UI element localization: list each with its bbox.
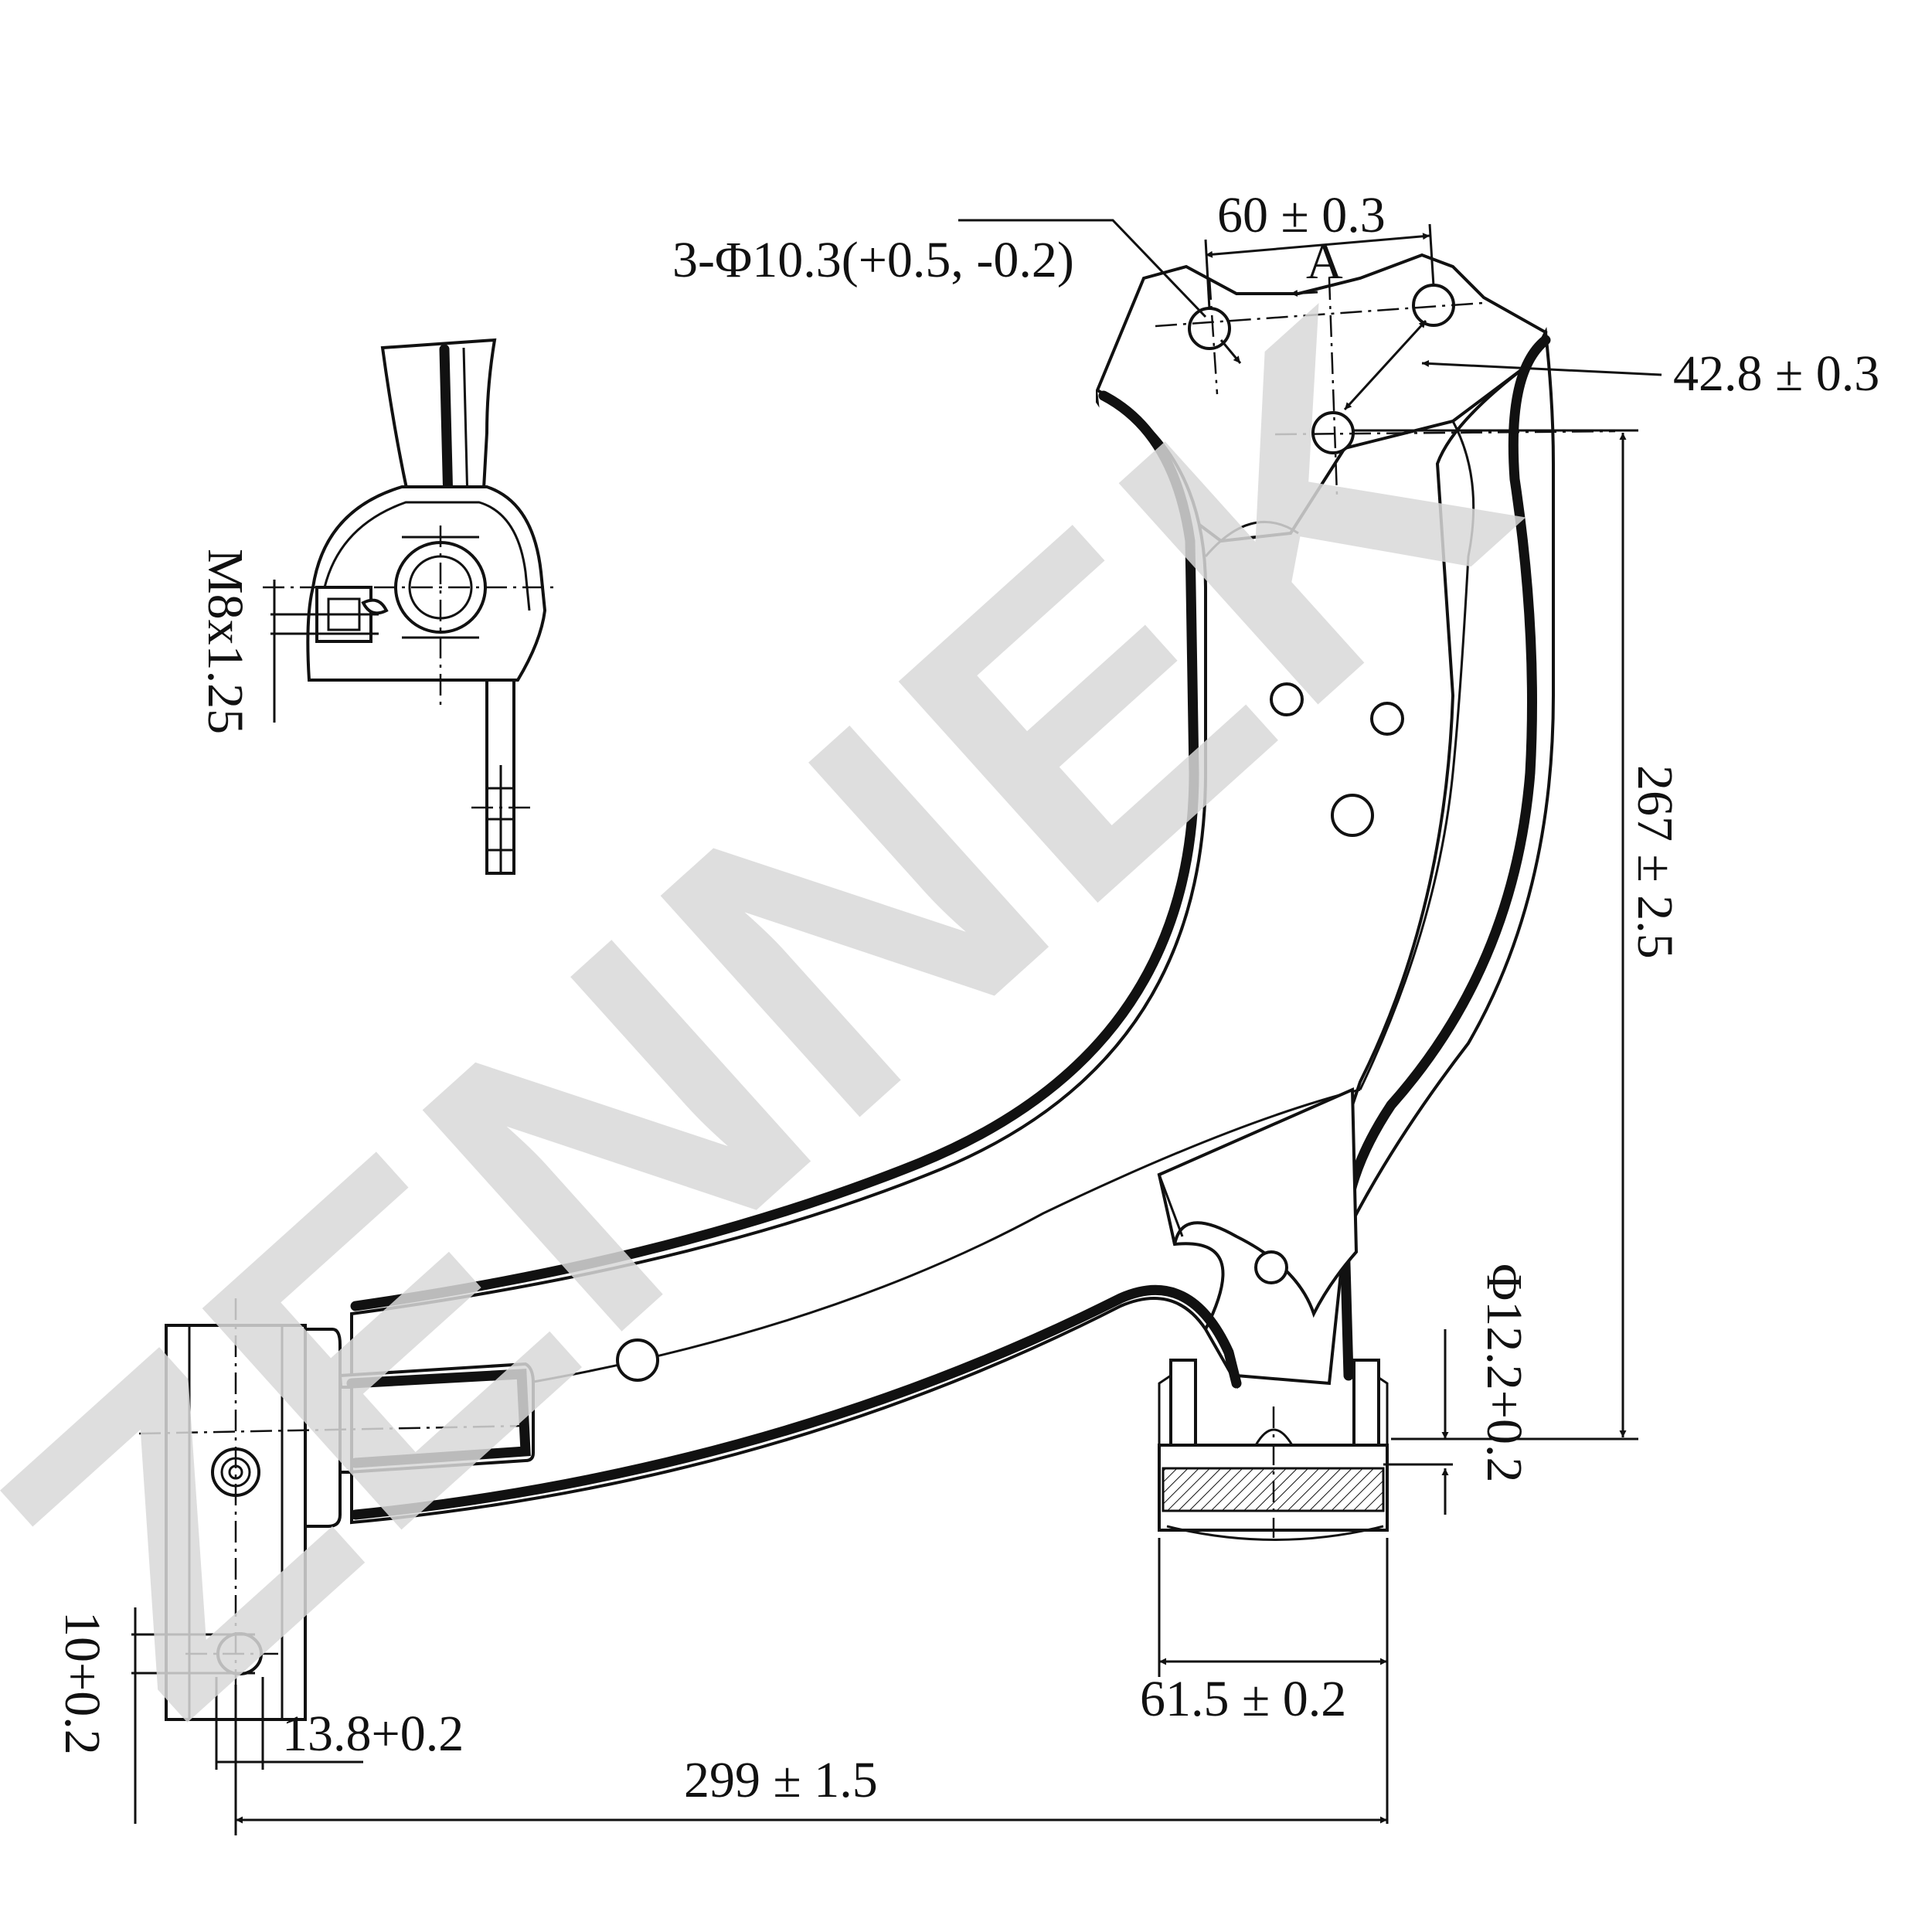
slot-window [338,1362,535,1475]
dim-bushing-diameter: Φ12.2+0.2 [1476,1264,1532,1482]
mount-hole-2 [1412,284,1455,327]
arm-hole-4 [1254,1250,1288,1284]
watermark-text: ZENNEK [0,219,1596,1800]
datum-a-label: A [1306,233,1343,290]
flange-line-lower [350,1284,1242,1520]
dim-bushing-width: 61.5 ± 0.2 [1140,1671,1346,1727]
watermark: ZENNEK [0,219,1596,1800]
dim-overall-length: 299 ± 1.5 [684,1752,878,1808]
arm-hole-2 [1370,702,1404,736]
dim-hole-spec: 3-Φ10.3(+0.5, -0.2) [672,232,1074,288]
dim-thread: M8x1.25 [197,549,253,734]
front-bushing [138,1298,526,1747]
arm-hole-5 [616,1338,659,1382]
dim-slot-height: 10+0.2 [54,1611,111,1755]
flange-line-right [1339,335,1551,1381]
dimension-lines [131,219,1662,1835]
control-arm-body [338,253,1616,1525]
rear-bushing [1158,1359,1389,1541]
flange-line-outer [350,390,1199,1311]
dim-slot-width: 13.8+0.2 [282,1706,464,1762]
detail-view [263,338,556,875]
arm-hole-1 [1270,682,1304,716]
dim-height: 267 ± 2.5 [1627,765,1683,959]
dim-top-width: 60 ± 0.3 [1217,187,1386,243]
arm-hole-3 [1331,794,1374,837]
dim-hole-spacing: 42.8 ± 0.3 [1673,345,1879,402]
